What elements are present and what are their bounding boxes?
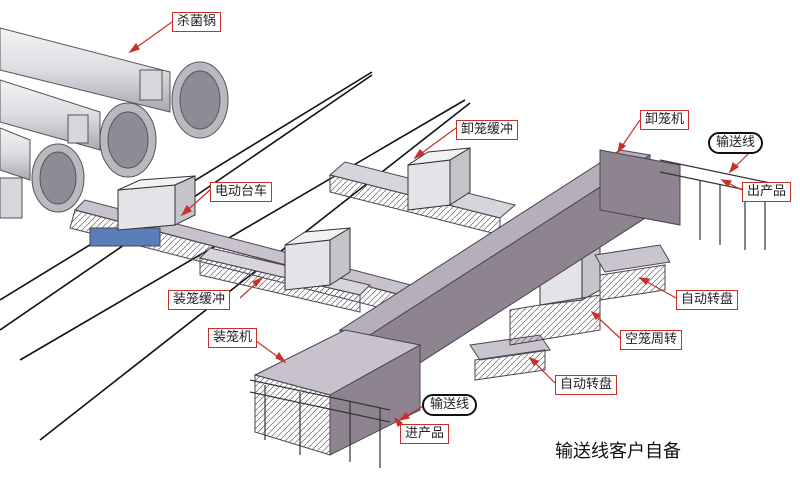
callout-cage-buffer-unload: 卸笼缓冲 — [456, 120, 519, 140]
callout-auto-turntable-2: 自动转盘 — [555, 375, 618, 395]
callout-electric-cart: 电动台车 — [210, 182, 273, 202]
callout-empty-cage-turn: 空笼周转 — [620, 330, 683, 350]
callout-conveyor-in: 输送线 — [422, 394, 478, 416]
callout-conveyor-out: 输送线 — [708, 132, 764, 154]
customer-supplied-note: 输送线客户自备 — [555, 441, 681, 462]
callout-auto-turntable-1: 自动转盘 — [676, 290, 739, 310]
callout-sterilizer: 杀菌锅 — [172, 12, 222, 32]
callout-cage-unloader: 卸笼机 — [640, 110, 690, 130]
inlet-conveyor — [249, 379, 391, 468]
callout-cage-loader: 装笼机 — [208, 328, 258, 348]
loader-frame — [253, 329, 422, 456]
leader-lines — [128, 21, 751, 433]
sterilizer-vessels — [0, 27, 229, 219]
turntables — [469, 244, 671, 381]
callout-cage-buffer-load: 装笼缓冲 — [168, 290, 231, 310]
callout-product-in: 进产品 — [400, 424, 450, 444]
callout-product-out: 出产品 — [742, 182, 792, 202]
